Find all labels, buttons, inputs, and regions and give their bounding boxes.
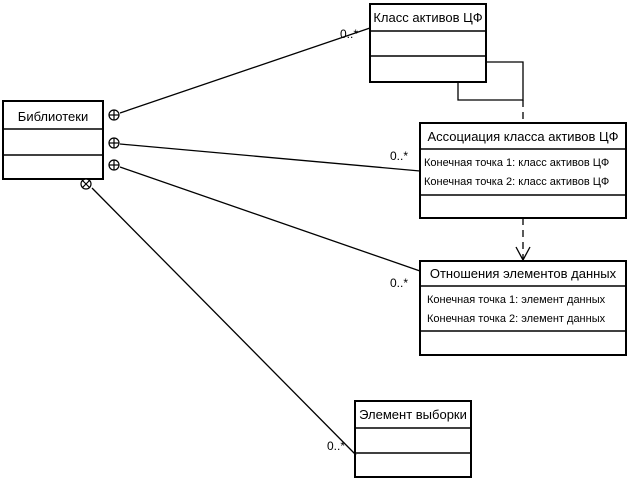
class-libraries-name: Библиотеки bbox=[18, 109, 88, 124]
class-libraries[interactable]: Библиотеки bbox=[2, 100, 104, 180]
link-libraries-sample-element bbox=[91, 187, 357, 456]
class-sample-element-box bbox=[354, 400, 472, 478]
class-sample-element[interactable]: Элемент выборки bbox=[354, 400, 472, 478]
link-libraries-association bbox=[119, 143, 421, 172]
class-association[interactable]: Ассоциация класса активов ЦФ Конечная то… bbox=[419, 122, 627, 219]
link-libraries-relations bbox=[119, 166, 421, 272]
multiplicity-relations: 0..* bbox=[390, 276, 408, 290]
class-relations-attribute-2: Конечная точка 2: элемент данных bbox=[427, 313, 606, 325]
class-association-box bbox=[419, 122, 627, 219]
class-relations-attribute-1: Конечная точка 1: элемент данных bbox=[427, 294, 606, 306]
multiplicity-asset-class: 0..* bbox=[340, 27, 358, 41]
link-libraries-asset-class bbox=[119, 27, 371, 114]
class-relations-name: Отношения элементов данных bbox=[430, 266, 617, 281]
multiplicity-association: 0..* bbox=[390, 149, 408, 163]
containment-marker-association bbox=[108, 137, 120, 149]
class-association-attribute-1: Конечная точка 1: класс активов ЦФ bbox=[424, 157, 609, 169]
dependency-arrowhead bbox=[515, 246, 531, 262]
class-asset-class-name: Класс активов ЦФ bbox=[373, 10, 482, 25]
class-asset-class[interactable]: Класс активов ЦФ bbox=[369, 3, 487, 83]
multiplicity-sample-element: 0..* bbox=[327, 439, 345, 453]
class-asset-class-box bbox=[369, 3, 487, 83]
class-association-attribute-2: Конечная точка 2: класс активов ЦФ bbox=[424, 176, 609, 188]
containment-marker-asset-class bbox=[108, 109, 120, 121]
class-association-name: Ассоциация класса активов ЦФ bbox=[427, 129, 618, 144]
containment-marker-sample-element bbox=[80, 178, 92, 190]
class-sample-element-name: Элемент выборки bbox=[359, 407, 467, 422]
class-libraries-box bbox=[2, 100, 104, 180]
class-relations[interactable]: Отношения элементов данных Конечная точк… bbox=[419, 260, 627, 356]
containment-marker-relations bbox=[108, 159, 120, 171]
